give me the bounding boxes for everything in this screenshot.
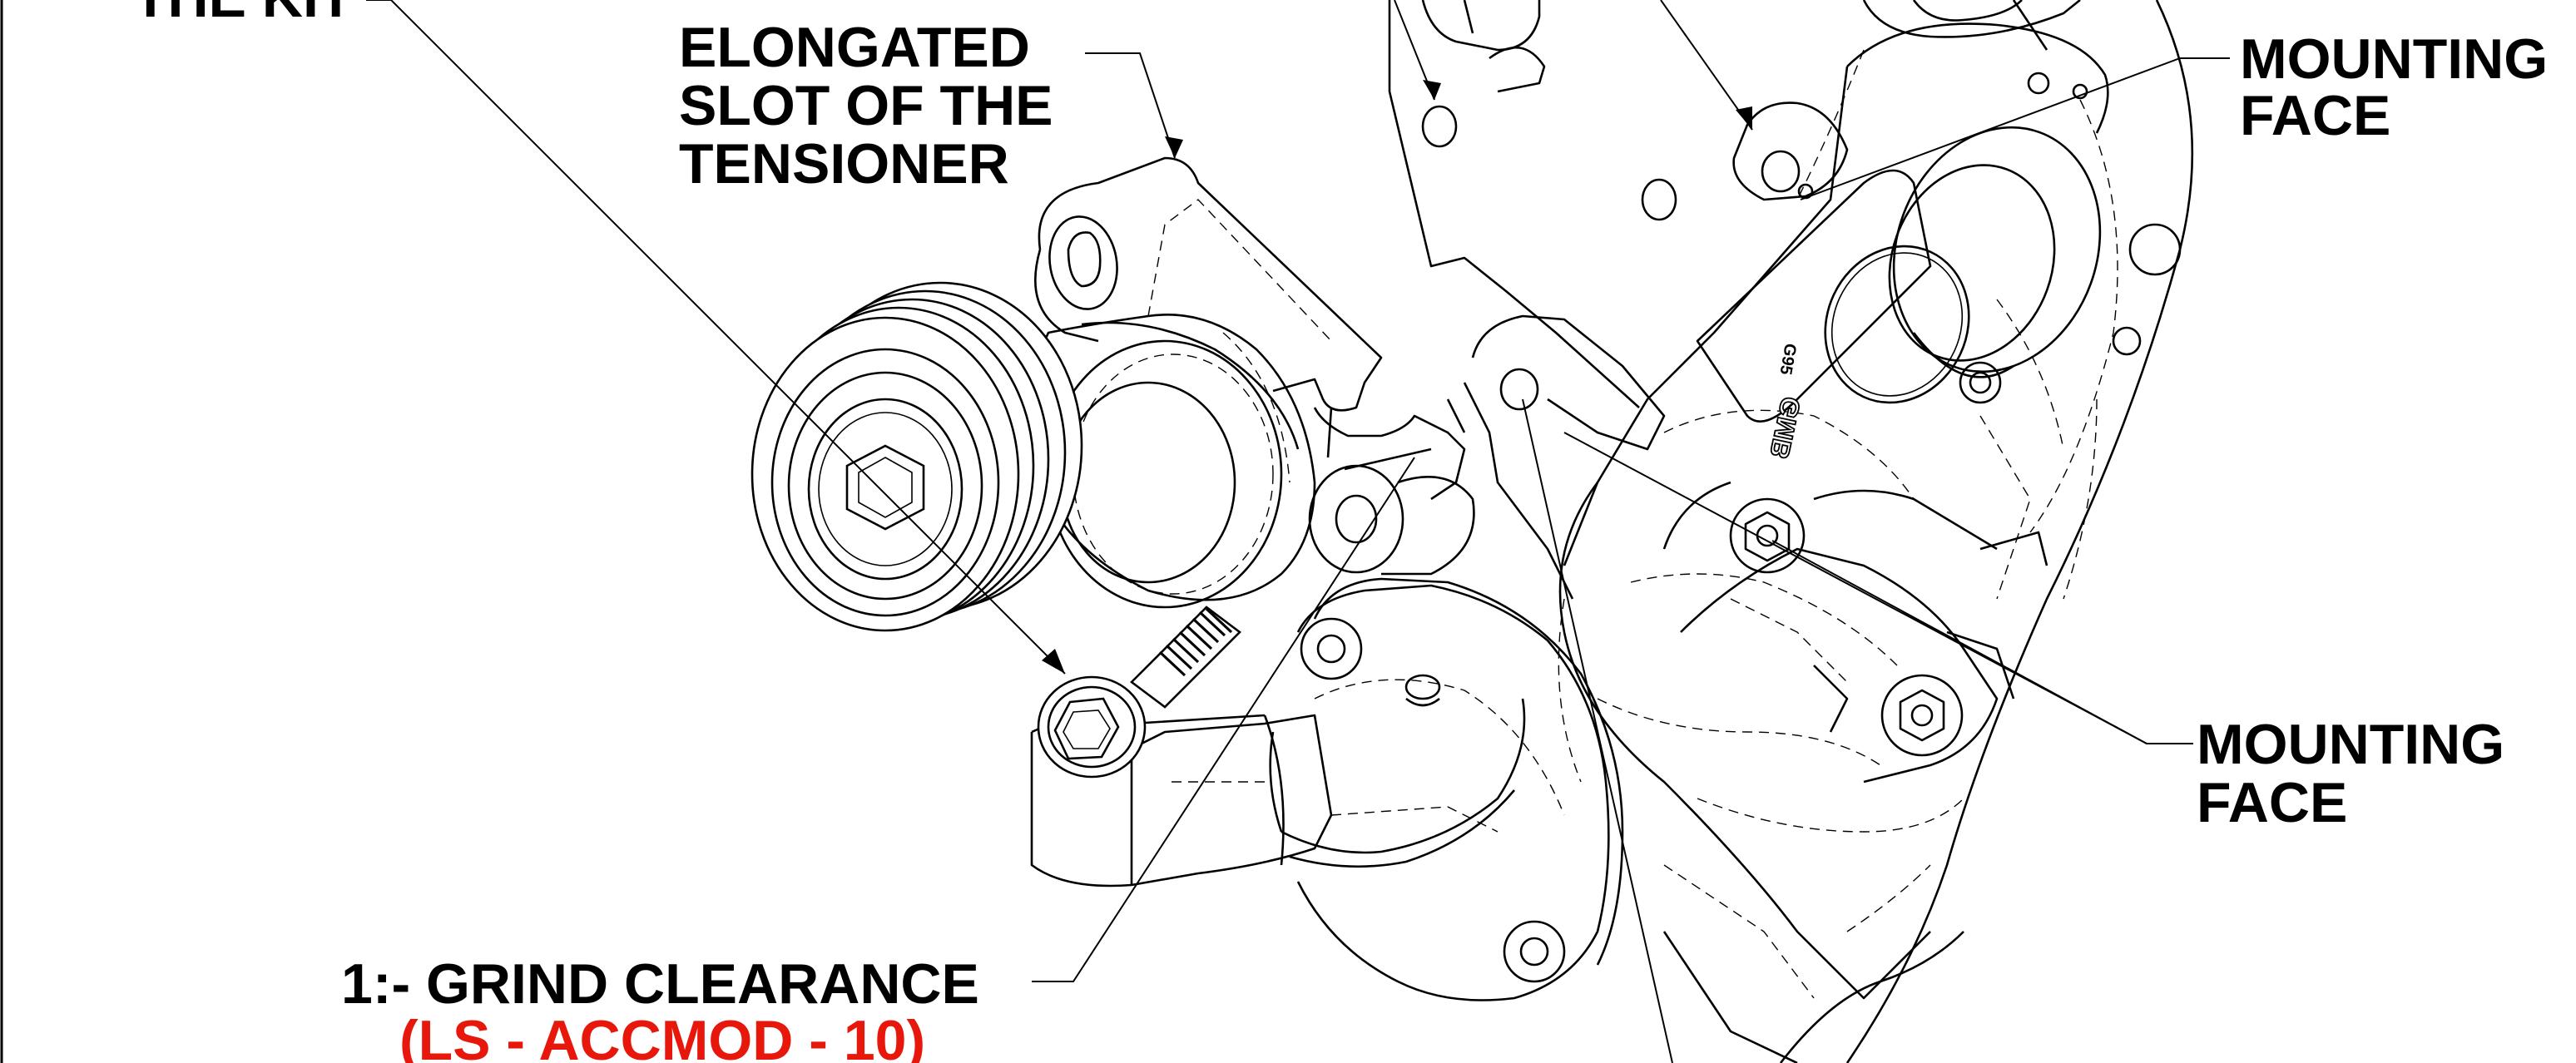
tensioner-hidden-lines bbox=[1073, 199, 1332, 595]
thermostat-housing bbox=[1030, 577, 1624, 1001]
casting-mark-g95: G95 bbox=[1776, 342, 1800, 376]
bolt-threads bbox=[1158, 607, 1233, 677]
casting-logo: GMB bbox=[1764, 394, 1806, 462]
tensioner-pulley bbox=[751, 281, 1083, 632]
label-mounting-face-upper-line1: MOUNTING bbox=[2240, 27, 2548, 91]
pulley-hex-bolt bbox=[845, 444, 925, 531]
label-the-kit: THE KIT bbox=[133, 0, 353, 29]
tensioner-bracket-arm bbox=[1446, 101, 1849, 600]
callout-labels: THE KIT ELONGATED SLOT OF THE TENSIONER … bbox=[133, 0, 2548, 1063]
hidden-lines bbox=[1558, 49, 2118, 999]
label-elongated-line2: SLOT OF THE bbox=[679, 74, 1053, 137]
label-part-number: (LS - ACCMOD - 10) bbox=[399, 1009, 925, 1063]
long-bolt bbox=[1037, 606, 1241, 779]
upper-bracket-plate bbox=[1388, 0, 1677, 408]
label-grind-clearance: 1:- GRIND CLEARANCE bbox=[341, 952, 979, 1016]
label-elongated-line1: ELONGATED bbox=[679, 16, 1030, 79]
label-mounting-face-lower-line1: MOUNTING bbox=[2197, 713, 2504, 776]
leader-arrowheads bbox=[1042, 80, 1752, 674]
leader-lines bbox=[366, 0, 2230, 1063]
label-mounting-face-upper-line2: FACE bbox=[2240, 84, 2390, 147]
tensioner-body bbox=[1028, 156, 1475, 609]
label-mounting-face-lower-line2: FACE bbox=[2197, 771, 2347, 834]
label-elongated-line3: TENSIONER bbox=[679, 132, 1009, 195]
water-pump-body bbox=[1558, 0, 2194, 1063]
thermostat-hidden-lines bbox=[1165, 679, 1565, 833]
